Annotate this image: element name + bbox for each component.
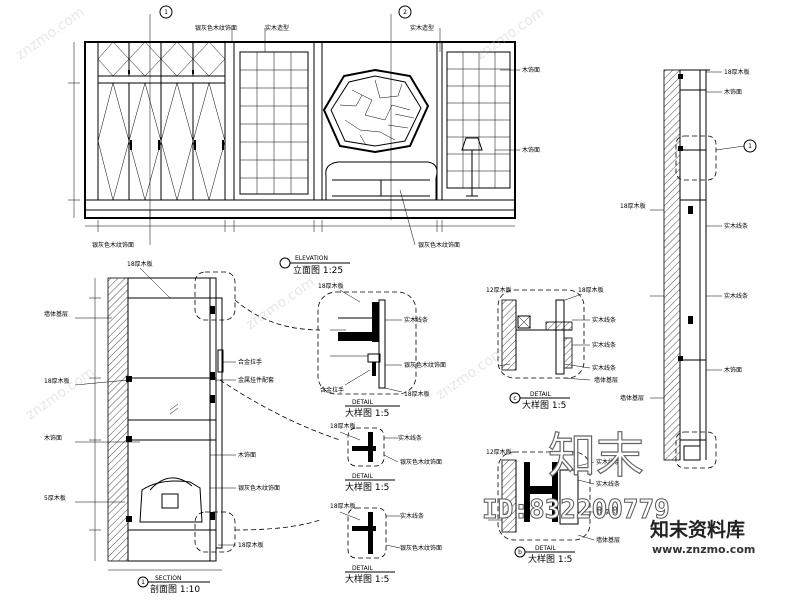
detail-c-label: 18厚木板	[330, 502, 356, 510]
watermark-diag: znzmo.com	[13, 4, 88, 63]
wardrobe	[97, 41, 226, 201]
section-view-right	[650, 69, 757, 469]
section-right-label: 18厚木板	[620, 202, 646, 210]
detail-d-label: 墙体基层	[594, 376, 618, 384]
detail-a-caption: 大样图 1:5	[345, 407, 389, 419]
watermark-id: ID:832200779	[482, 495, 670, 525]
watermark-diag: znzmo.com	[433, 344, 508, 403]
elevation-label: 实木造型	[265, 24, 289, 32]
detail-d-caption: 大样图 1:5	[522, 399, 566, 411]
detail-b	[339, 427, 399, 467]
section-right-label: 18厚木板	[724, 68, 750, 76]
detail-d-label: 12厚木板	[486, 286, 512, 294]
elevation-label: 银灰色木纹饰面	[92, 241, 134, 249]
detail-b-label: 银灰色木纹饰面	[400, 458, 442, 466]
watermark-brand: 知末	[548, 428, 644, 484]
detail-d-caption-top: DETAIL	[530, 391, 551, 398]
watermark-site: 知末资料库	[650, 518, 745, 541]
detail-c	[339, 507, 401, 559]
section-left-caption-top: SECTION	[155, 575, 181, 582]
detail-c-label: 实木线条	[400, 512, 424, 520]
hexagon-lattice-window	[321, 42, 438, 200]
detail-b-label: 18厚木板	[330, 422, 356, 430]
elevation-label: 实木造型	[410, 24, 434, 32]
detail-a-label: 18厚木板	[318, 282, 344, 290]
section-left-label: 合金拉手	[238, 358, 262, 366]
detail-e-label: 18厚木板	[596, 508, 622, 516]
section-left-label: 5厚木板	[44, 494, 66, 502]
detail-b-caption-top: DETAIL	[352, 473, 373, 480]
section-right-label: 实木线条	[724, 222, 748, 230]
elevation-caption: 立面图 1:25	[293, 264, 343, 276]
section-left-label: 墙体基层	[44, 310, 68, 318]
detail-e	[488, 451, 595, 541]
section-left-label: 银灰色木纹饰面	[238, 484, 280, 492]
detail-a-title: DETAIL 大样图 1:5	[345, 399, 400, 419]
sofa	[325, 161, 438, 200]
detail-c-caption-top: DETAIL	[352, 565, 373, 572]
detail-b-caption: 大样图 1:5	[345, 481, 389, 493]
section-right-label: 木饰面	[724, 366, 742, 374]
lattice-screen-right	[441, 41, 516, 201]
elevation-label: 银灰色木纹饰面	[418, 241, 460, 249]
detail-c-label: 银灰色木纹饰面	[400, 544, 442, 552]
detail-d-label: 实木线条	[592, 316, 616, 324]
detail-c-title: DETAIL 大样图 1:5	[345, 565, 395, 585]
section-left-label: 木饰面	[238, 451, 256, 459]
detail-e-label: 实木线条	[596, 480, 620, 488]
detail-e-label: 墙体基层	[596, 536, 620, 544]
detail-a-caption-top: DETAIL	[352, 399, 373, 406]
detail-d	[497, 289, 591, 381]
detail-e-marker: b	[518, 549, 522, 556]
detail-b-title: DETAIL 大样图 1:5	[345, 473, 395, 493]
section-left-label: 18厚木板	[44, 377, 70, 385]
section-left-marker: 1	[141, 579, 145, 586]
section-left-caption: 剖面图 1:10	[150, 583, 200, 595]
section-left-title: 1 SECTION 剖面图 1:10	[137, 575, 210, 595]
elevation-view	[68, 5, 520, 246]
detail-e-caption: 大样图 1:5	[528, 553, 572, 565]
handbag	[139, 477, 203, 523]
section-view-left	[74, 267, 341, 571]
section-left-label: 木饰面	[44, 434, 62, 442]
section-right-label: 木饰面	[724, 88, 742, 96]
detail-d-label: 实木线条	[592, 341, 616, 349]
detail-c-caption: 大样图 1:5	[345, 573, 389, 585]
section-right-label: 墙体基层	[620, 394, 644, 402]
elevation-caption-top: ELEVATION	[295, 255, 328, 262]
section-right-label: 实木线条	[724, 292, 748, 300]
detail-b-label: 实木线条	[398, 434, 422, 442]
detail-a-label: 18厚木板	[404, 390, 430, 398]
section-left-label: 18厚木板	[127, 260, 153, 268]
elevation-callout-2: 2	[403, 9, 407, 16]
detail-d-marker: c	[513, 395, 516, 402]
detail-d-title: c DETAIL 大样图 1:5	[509, 391, 570, 411]
section-right-callout: 1	[748, 143, 752, 150]
detail-a-label: 合金拉手	[320, 386, 344, 394]
watermark-diag: znzmo.com	[23, 364, 98, 423]
detail-d-label: 实木线条	[592, 364, 616, 372]
detail-e-label: 实木线条	[596, 458, 620, 466]
detail-d-label: 18厚木板	[578, 286, 604, 294]
section-left-label: 金属挂件配套	[238, 376, 274, 384]
elevation-label: 银灰色木纹饰面	[195, 24, 237, 32]
watermark-url: www.znzmo.com	[652, 543, 755, 556]
elevation-label: 木饰面	[522, 66, 540, 74]
elevation-title: ELEVATION 立面图 1:25	[279, 255, 350, 276]
detail-a	[317, 289, 417, 395]
detail-a-label: 实木线条	[404, 316, 428, 324]
section-left-label: 18厚木板	[238, 541, 264, 549]
detail-e-label: 12厚木板	[486, 448, 512, 456]
elevation-label: 木饰面	[522, 146, 540, 154]
lattice-screen-left	[233, 41, 315, 201]
detail-e-title: b DETAIL 大样图 1:5	[514, 545, 575, 565]
detail-a-label: 银灰色木纹饰面	[404, 361, 446, 369]
detail-e-caption-top: DETAIL	[535, 545, 556, 552]
elevation-callout-1: 1	[164, 9, 168, 16]
